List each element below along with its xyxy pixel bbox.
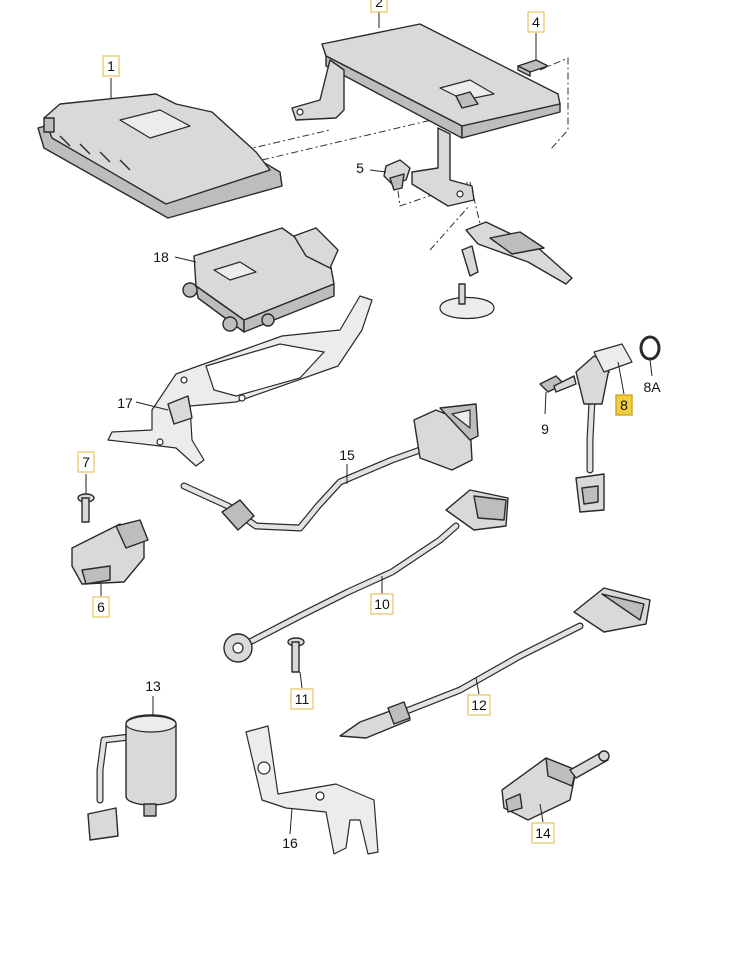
callout-number: 11 xyxy=(295,691,310,707)
knock-sensor-part[interactable] xyxy=(223,489,509,663)
callout-15[interactable]: 15 xyxy=(339,447,355,463)
bolt-11-part[interactable] xyxy=(287,637,305,673)
callout-number: 7 xyxy=(82,454,90,470)
callout-8a[interactable]: 8A xyxy=(643,379,661,395)
bolt-9-part[interactable] xyxy=(539,375,577,393)
holder-part[interactable] xyxy=(245,725,379,855)
lambda-probe-part[interactable] xyxy=(339,587,651,739)
callout-6[interactable]: 6 xyxy=(92,596,110,618)
callout-8[interactable]: 8 xyxy=(615,394,633,416)
rubber-pad-part[interactable] xyxy=(517,59,549,77)
control-unit-part[interactable] xyxy=(37,93,283,219)
screw-part[interactable] xyxy=(77,493,95,523)
o-ring-part[interactable] xyxy=(639,335,661,361)
callout-number: 2 xyxy=(375,0,383,10)
fuel-pump-part[interactable] xyxy=(87,714,177,841)
callout-9[interactable]: 9 xyxy=(541,421,549,437)
callout-box xyxy=(467,694,491,716)
callout-number: 5 xyxy=(356,160,364,176)
callout-14[interactable]: 14 xyxy=(531,822,555,844)
callout-number: 9 xyxy=(541,421,549,437)
callout-13[interactable]: 13 xyxy=(145,678,161,694)
stud-mount-part xyxy=(439,221,573,320)
callout-5[interactable]: 5 xyxy=(356,160,364,176)
callout-17[interactable]: 17 xyxy=(117,395,133,411)
callout-number: 10 xyxy=(374,596,390,612)
callout-1[interactable]: 1 xyxy=(102,55,120,77)
callout-box xyxy=(370,0,388,13)
callout-number: 8A xyxy=(643,379,661,395)
callout-number: 17 xyxy=(117,395,133,411)
callout-7[interactable]: 7 xyxy=(77,451,95,473)
callout-number: 12 xyxy=(471,697,487,713)
callout-number: 15 xyxy=(339,447,355,463)
module-bracket-part[interactable] xyxy=(107,295,373,467)
pressure-sensor-part[interactable] xyxy=(71,519,149,585)
callout-number: 1 xyxy=(107,58,115,74)
callout-box xyxy=(615,394,633,416)
callout-box xyxy=(527,11,545,33)
callout-number: 6 xyxy=(97,599,105,615)
callout-number: 4 xyxy=(532,14,540,30)
sensor-module-part[interactable] xyxy=(182,227,339,333)
callout-number: 18 xyxy=(153,249,169,265)
callout-4[interactable]: 4 xyxy=(527,11,545,33)
callout-16[interactable]: 16 xyxy=(282,835,298,851)
callout-2[interactable]: 2 xyxy=(370,0,388,13)
speed-sensor-part[interactable] xyxy=(575,343,633,513)
brake-light-switch-part[interactable] xyxy=(501,750,610,821)
callout-number: 13 xyxy=(145,678,161,694)
callout-number: 8 xyxy=(620,397,628,413)
callout-box xyxy=(102,55,120,77)
callout-11[interactable]: 11 xyxy=(290,688,314,710)
temperature-sensor-part[interactable] xyxy=(180,403,479,532)
callout-12[interactable]: 12 xyxy=(467,694,491,716)
callout-box xyxy=(370,593,394,615)
callout-18[interactable]: 18 xyxy=(153,249,169,265)
callout-box xyxy=(77,451,95,473)
leader-lines xyxy=(85,10,653,835)
callout-number: 14 xyxy=(535,825,551,841)
callout-box xyxy=(290,688,314,710)
callout-10[interactable]: 10 xyxy=(370,593,394,615)
callout-number: 16 xyxy=(282,835,298,851)
callout-box xyxy=(531,822,555,844)
callout-box xyxy=(92,596,110,618)
mounting-bracket-part[interactable] xyxy=(291,23,561,207)
clip-part[interactable] xyxy=(383,159,411,191)
